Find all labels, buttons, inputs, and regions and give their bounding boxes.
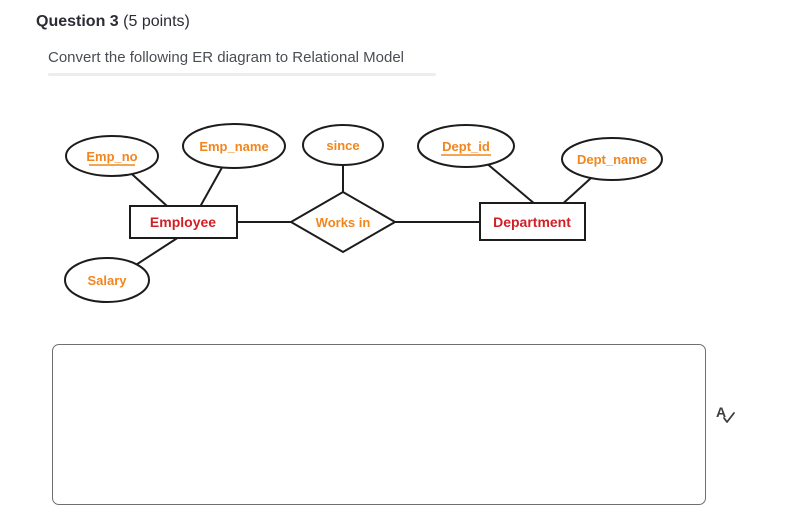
question-points: (5 points) bbox=[123, 13, 190, 30]
attribute-ellipse-dept-name bbox=[561, 137, 663, 181]
entity-rect-department bbox=[479, 202, 586, 241]
attribute-label-emp-no: Emp_no bbox=[86, 149, 137, 164]
accessibility-check-letter: A bbox=[716, 404, 727, 420]
entity-rect-employee bbox=[129, 205, 238, 239]
attribute-ellipse-salary bbox=[64, 257, 150, 303]
relationship-diamond-works-in bbox=[288, 190, 398, 254]
attribute-label-salary: Salary bbox=[87, 273, 127, 288]
attribute-label-since: since bbox=[326, 138, 359, 153]
relationship-label-works-in: Works in bbox=[316, 215, 371, 230]
entity-label-department: Department bbox=[493, 214, 571, 230]
checkmark-icon bbox=[723, 412, 735, 423]
faded-text-artifact bbox=[48, 73, 436, 76]
attribute-ellipse-dept-id bbox=[417, 124, 515, 168]
attribute-ellipse-emp-no bbox=[65, 135, 159, 177]
attribute-label-emp-name: Emp_name bbox=[199, 139, 268, 154]
attribute-ellipse-since bbox=[302, 124, 384, 166]
question-title: Question 3 bbox=[36, 13, 119, 30]
attribute-label-dept-id: Dept_id bbox=[442, 139, 490, 154]
entity-label-employee: Employee bbox=[150, 214, 216, 230]
answer-textarea[interactable] bbox=[52, 344, 706, 505]
attribute-label-dept-name: Dept_name bbox=[577, 152, 647, 167]
question-header: Question 3 (5 points) bbox=[36, 13, 190, 31]
er-diagram-image: Emp_no Emp_name since Dept_id Dept_name … bbox=[50, 110, 710, 325]
attribute-ellipse-emp-name bbox=[182, 123, 286, 169]
question-prompt: Convert the following ER diagram to Rela… bbox=[48, 49, 405, 66]
accessibility-check-icon[interactable]: A bbox=[716, 405, 742, 429]
